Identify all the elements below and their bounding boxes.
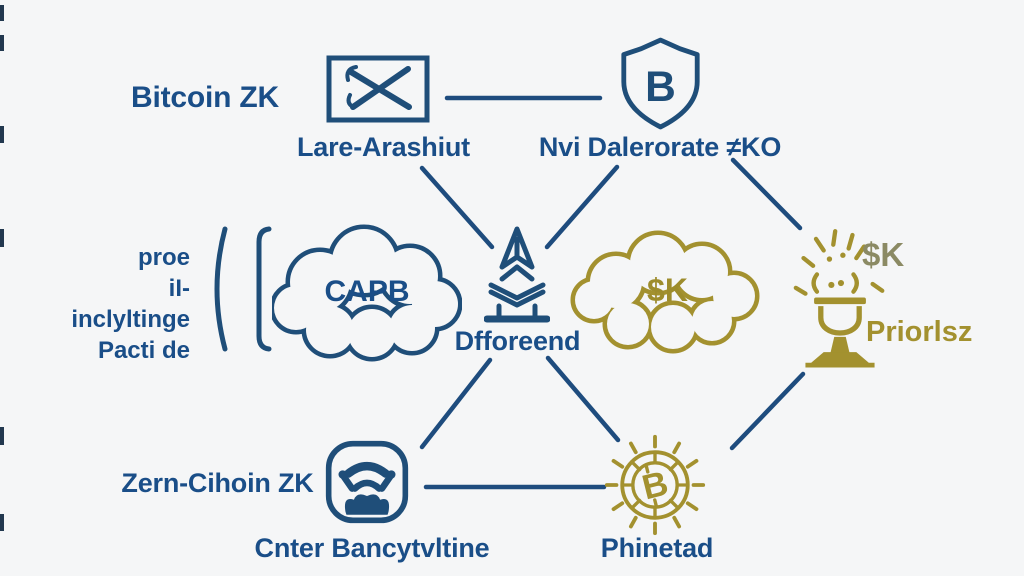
edge-mark <box>0 229 4 247</box>
edge-mark <box>0 126 4 143</box>
connector-prize-coin <box>729 371 806 451</box>
edge-mark <box>0 514 4 531</box>
shield-icon: B <box>618 37 703 130</box>
edge-mark <box>0 5 4 21</box>
connector-monument-badge <box>419 357 493 450</box>
connector-toolbox-monument <box>419 165 495 250</box>
trophy-sparks-icon <box>792 224 888 369</box>
zern-label: Zern-Cihoin ZK <box>121 468 314 498</box>
sk-cloud: $K <box>570 226 765 354</box>
connector-monument-coin <box>545 355 621 443</box>
coin-label: Phinetad <box>600 533 714 563</box>
shield-letter: B <box>645 64 676 111</box>
monument-label: Dfforeend <box>454 326 581 356</box>
bitcoin-sign-glyph: B <box>638 464 672 507</box>
face-badge-icon <box>324 438 410 526</box>
toolbox-label: Lare-Arashiut <box>297 132 470 162</box>
edge-mark <box>0 427 4 445</box>
note-line: Pacti de <box>97 337 190 364</box>
badge-label: Cnter Bancytvltine <box>254 533 490 563</box>
crossed-tools-box-icon <box>326 55 430 123</box>
bitcoin-zk-label: Bitcoin ZK <box>131 81 279 114</box>
note-line: iI-inclyltinge <box>71 275 190 333</box>
arrow-monument-icon <box>484 226 550 324</box>
prize-value: $K <box>862 236 905 273</box>
bracket-decor-icon <box>205 224 280 354</box>
capb-cloud: CAPB <box>272 220 462 365</box>
connector-shield-monument <box>544 164 620 250</box>
capb-cloud-text: CAPB <box>324 275 410 308</box>
left-note: proe iI-inclyltinge Pacti de <box>55 242 190 366</box>
edge-mark <box>0 35 4 51</box>
prize-label: Priorlsz <box>866 316 973 348</box>
connector-shield-prize <box>730 157 803 231</box>
note-line: proe <box>137 244 190 271</box>
bitcoin-coin-icon: B <box>602 432 708 538</box>
sk-cloud-text: $K <box>647 272 688 308</box>
shield-label: Nvi Dalerorate ≠KO <box>538 132 782 162</box>
